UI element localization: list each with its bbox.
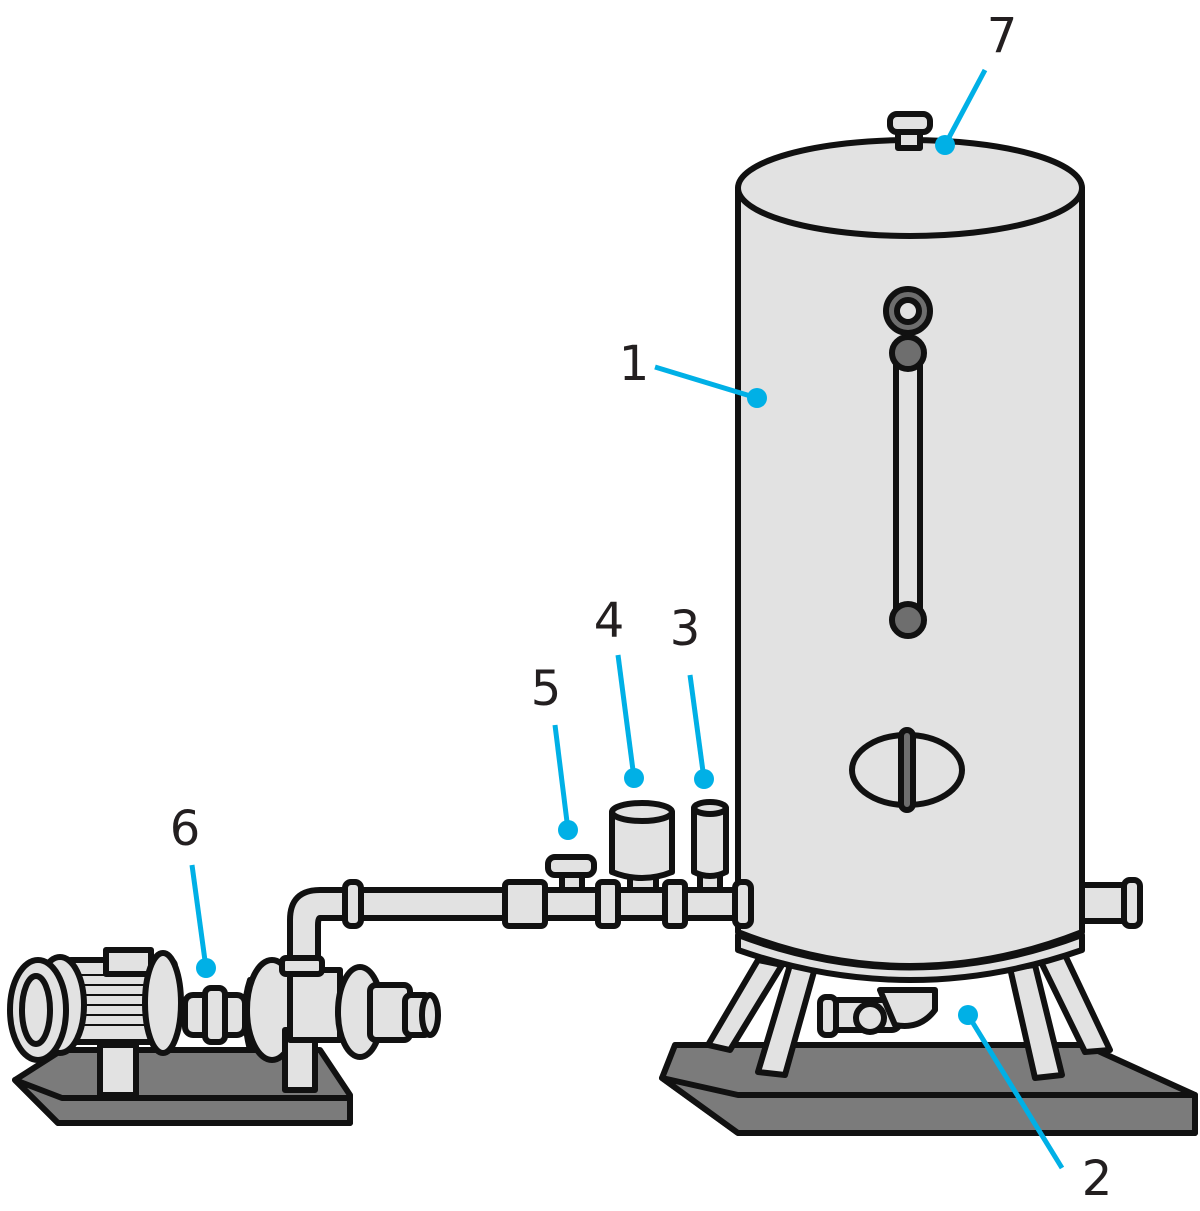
label-1: 1 <box>619 336 650 392</box>
callout-2 <box>958 1005 1065 1170</box>
pump-motor <box>7 947 441 1098</box>
callout-6 <box>189 864 216 978</box>
label-4: 4 <box>594 593 625 649</box>
label-3: 3 <box>670 601 701 657</box>
bottom-outlet <box>817 987 938 1038</box>
callout-1 <box>654 364 767 408</box>
callout-3 <box>687 674 714 789</box>
callout-5 <box>552 724 578 840</box>
discharge-pipe <box>287 799 754 963</box>
label-7: 7 <box>987 8 1018 64</box>
callout-labels: 7 1 4 3 5 6 2 <box>170 8 1113 1207</box>
tank-base <box>659 1042 1198 1136</box>
tank <box>735 137 1143 983</box>
top-vent <box>887 111 933 151</box>
callout-7 <box>935 68 988 155</box>
label-6: 6 <box>170 801 201 857</box>
callouts <box>189 68 1065 1170</box>
label-5: 5 <box>531 661 562 717</box>
callout-4 <box>615 654 644 788</box>
label-2: 2 <box>1082 1151 1113 1207</box>
